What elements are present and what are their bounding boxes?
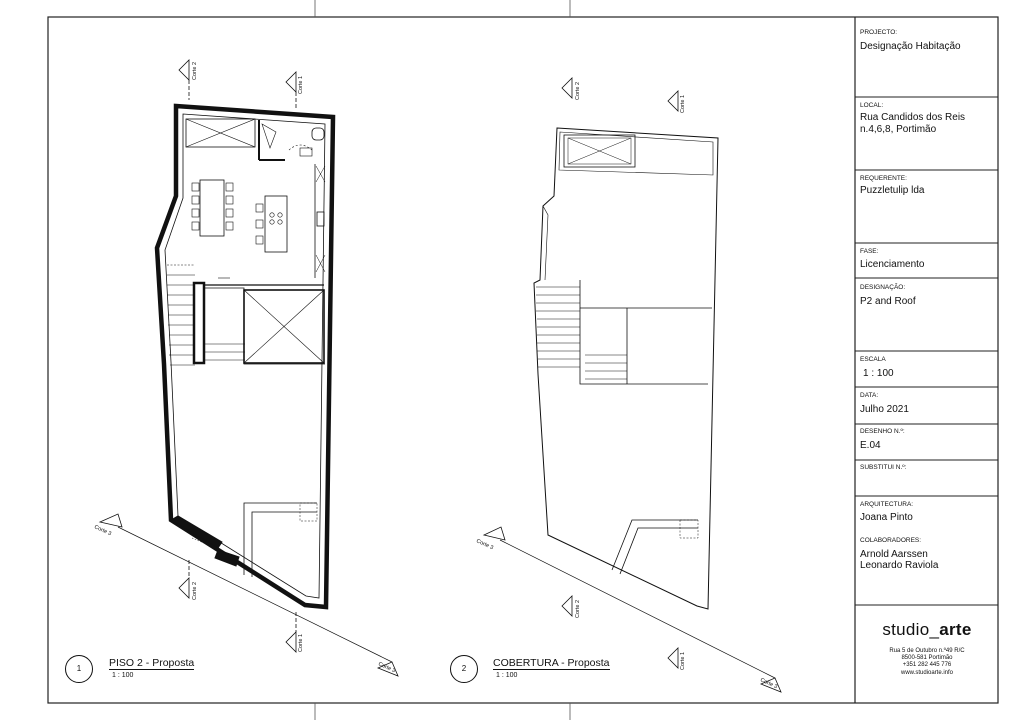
titleblock-arquitectura-value: Joana Pinto [860,512,913,523]
corte1-label-top-2: Corte 1 [680,95,686,113]
sheet-border [47,16,999,704]
view-number-2: 2 [450,655,478,683]
view-title-1: PISO 2 - Proposta [109,657,195,670]
address-line-1: Rua 5 de Outubro n.º49 R/C [889,648,965,654]
studio-address: Rua 5 de Outubro n.º49 R/C 8500-581 Port… [856,648,998,677]
corte2-label-top-2: Corte 2 [575,82,581,100]
view-title-1-bold: PISO 2 [109,657,143,669]
view-title-2: COBERTURA - Proposta [493,657,610,670]
titleblock-designacao-label: DESIGNAÇÃO: [860,284,906,291]
cobertura-outline [533,127,719,610]
titleblock-desenho-value: E.04 [860,440,881,451]
corte3-label-left-2: Corte 3 [475,538,494,551]
titleblock-projecto-value: Designação Habitação [860,41,961,52]
corte2-label-top-1: Corte 2 [192,62,198,80]
address-line-3: +351 282 445 776 [902,662,952,669]
corte1-label-bottom-2: Corte 1 [680,652,686,670]
titleblock-escala-value: 1 : 100 [863,368,894,379]
corte3-line-1 [117,526,393,663]
titleblock-colaboradores-value-2: Leonardo Raviola [860,560,939,571]
titleblock-colaboradores-label: COLABORADORES: [860,537,922,544]
titleblock-requerente-label: REQUERENTE: [860,175,907,182]
titleblock-rows [855,96,998,606]
titleblock-fase-label: FASE: [860,248,879,255]
plan-cobertura [533,127,719,610]
titleblock-data-value: Julho 2021 [860,404,909,415]
titleblock-data-label: DATA: [860,392,879,399]
corte2-label-bottom-2: Corte 2 [575,600,581,618]
corte3-line-2 [499,539,776,679]
corte3-label-left-1: Corte 3 [93,524,112,537]
corte1-label-top-1: Corte 1 [298,76,304,94]
corte3-label-right-1: Corte 3 [377,661,396,674]
address-line-4: www.studioarte.info [900,669,954,676]
view-title-2-rest: - Proposta [558,657,610,669]
view-number-1: 1 [65,655,93,683]
studio-logo-bold: arte [939,620,972,639]
titleblock-desenho-label: DESENHO N.º: [860,428,905,435]
titleblock-local-value-1: Rua Candidos dos Reis [860,112,966,123]
corte1-label-bottom-1: Corte 1 [298,634,304,652]
cobertura-stair [536,286,627,380]
address-line-2: 8500-581 Portimão [901,655,953,662]
titleblock-local-label: LOCAL: [860,102,884,109]
piso2-stair [167,264,245,366]
crop-marks [314,0,571,720]
titleblock-escala-label: ESCALA [860,356,886,363]
titleblock-substitui-label: SUBSTITUI N.º: [860,464,907,471]
titleblock-designacao-value: P2 and Roof [860,296,916,307]
titleblock-projecto-label: PROJECTO: [860,29,898,36]
view-title-2-bold: COBERTURA [493,657,559,669]
studio-logo-light: studio_ [882,620,940,639]
section-markers [98,59,782,693]
titleblock-arquitectura-label: ARQUITECTURA: [860,501,914,508]
view-scale-2: 1 : 100 [496,672,518,679]
titleblock-local-value-2: n.4,6,8, Portimão [860,124,937,135]
studio-logo: studio_arte [856,620,998,640]
plan-piso2 [154,103,336,610]
titleblock-requerente-value: Puzzletulip lda [860,185,925,196]
view-title-1-rest: - Proposta [142,657,195,669]
view-scale-1: 1 : 100 [112,672,134,679]
titleblock-colaboradores-value-1: Arnold Aarssen [860,549,928,560]
corte2-label-bottom-1: Corte 2 [192,582,198,600]
titleblock-fase-value: Licenciamento [860,259,925,270]
